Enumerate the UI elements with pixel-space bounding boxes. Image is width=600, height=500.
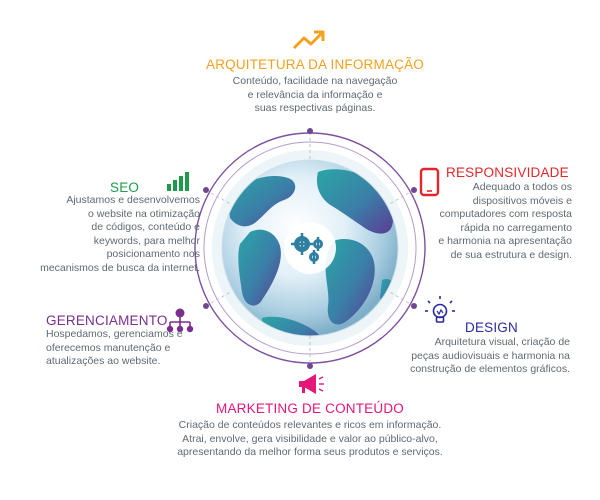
marketing-description: Criação de conteúdos relevantes e ricos … — [177, 419, 443, 458]
marketing-block: MARKETING DE CONTEÚDO Criação de conteúd… — [150, 401, 470, 460]
arquitetura-title: ARQUITETURA DA INFORMAÇÃO — [205, 57, 425, 72]
arquitetura-block: ARQUITETURA DA INFORMAÇÃO Conteúdo, faci… — [190, 57, 440, 116]
smartphone-icon — [419, 167, 440, 197]
arquitetura-description: Conteúdo, facilidade na navegação e rele… — [232, 75, 398, 114]
responsividade-description: Adequado a todos os dispositivos móveis … — [438, 181, 572, 261]
seo-description: Ajustamos e desenvolvemos o website na o… — [40, 194, 200, 274]
gerenciamento-description: Hospedamos, gerenciamos e oferecemos man… — [46, 328, 183, 367]
lightbulb-icon — [425, 296, 455, 323]
trending-up-arrow-icon — [292, 30, 325, 50]
hierarchy-icon — [166, 308, 194, 333]
design-title: DESIGN — [465, 320, 518, 335]
bar-chart-icon — [167, 172, 189, 191]
connectors — [205, 132, 415, 365]
gears-icon — [291, 233, 323, 264]
seo-title: SEO — [110, 180, 140, 195]
responsividade-title: RESPONSIVIDADE — [446, 165, 569, 180]
marketing-title: MARKETING DE CONTEÚDO — [216, 401, 404, 416]
connector-dots — [203, 128, 417, 369]
gerenciamento-title: GERENCIAMENTO — [46, 313, 168, 328]
megaphone-icon — [299, 374, 324, 394]
responsividade-block: RESPONSIVIDADE — [446, 165, 596, 180]
design-description: Arquitetura visual, criação de peças aud… — [410, 336, 570, 375]
